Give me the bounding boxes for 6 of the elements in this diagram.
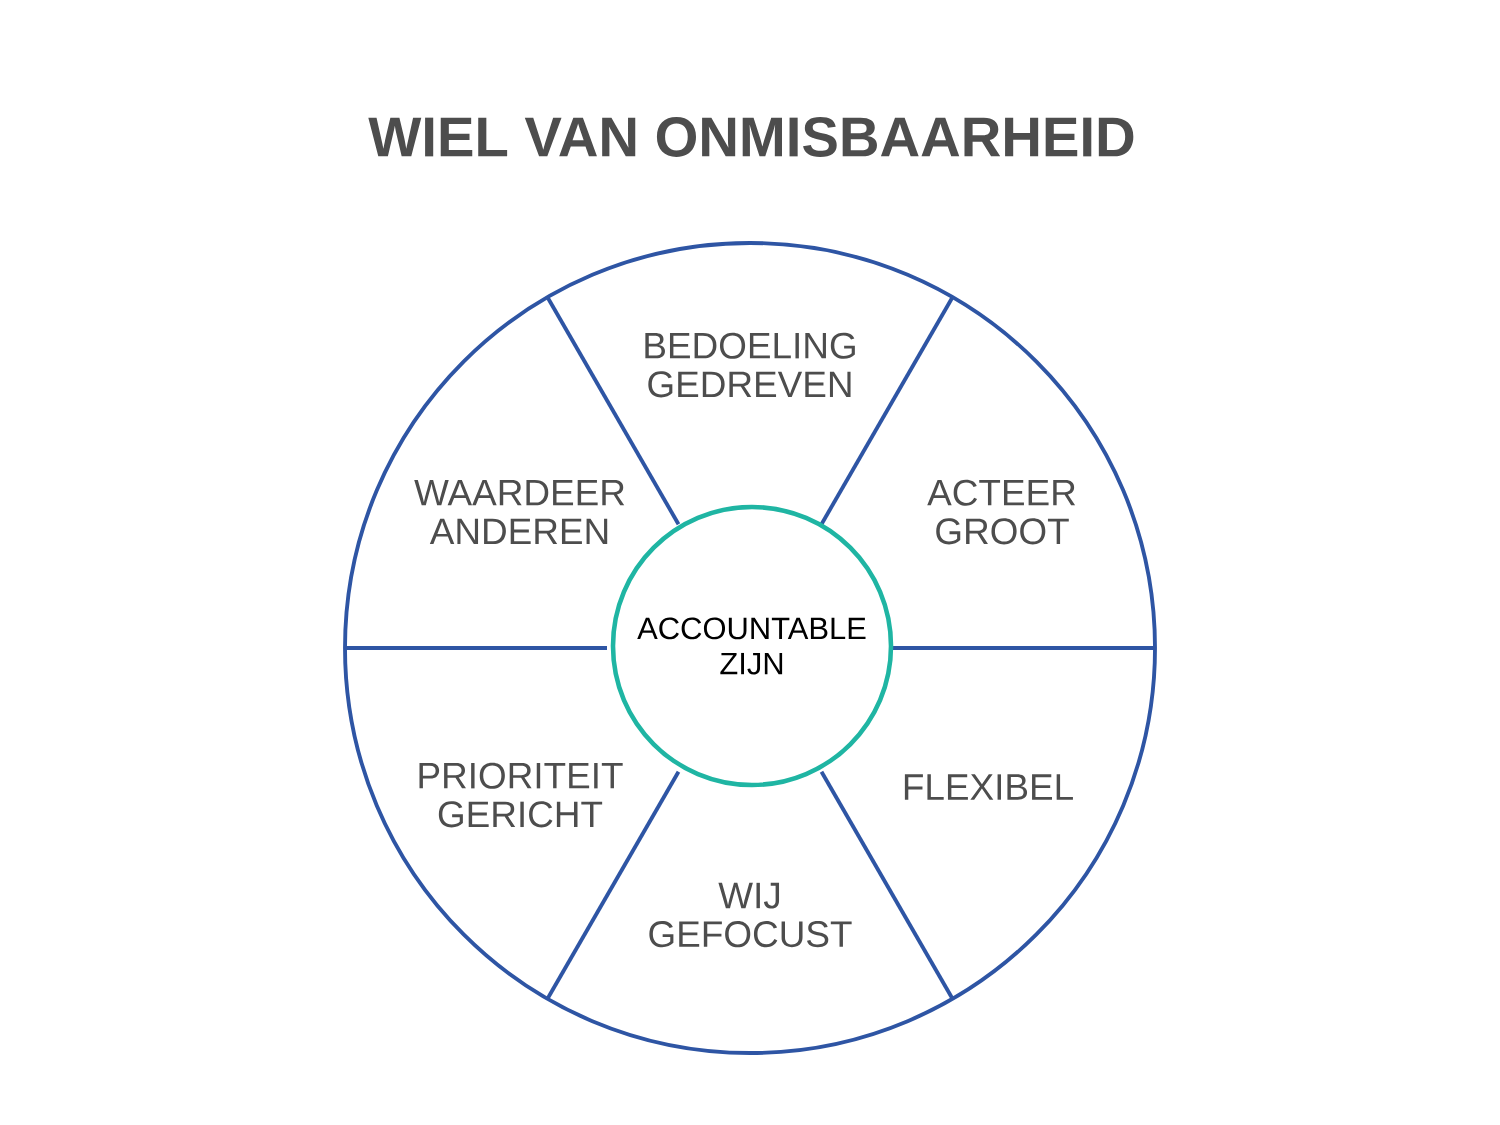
title: WIEL VAN ONMISBAARHEID xyxy=(368,117,1134,157)
wheel-circle xyxy=(343,241,1157,1055)
segment-label: BEDOELING GEDREVEN xyxy=(645,332,855,398)
segment-label: WIJ GEFOCUST xyxy=(649,882,852,948)
segment-label: ACTEER GROOT xyxy=(927,479,1076,545)
segment-label: FLEXIBEL xyxy=(904,774,1073,800)
